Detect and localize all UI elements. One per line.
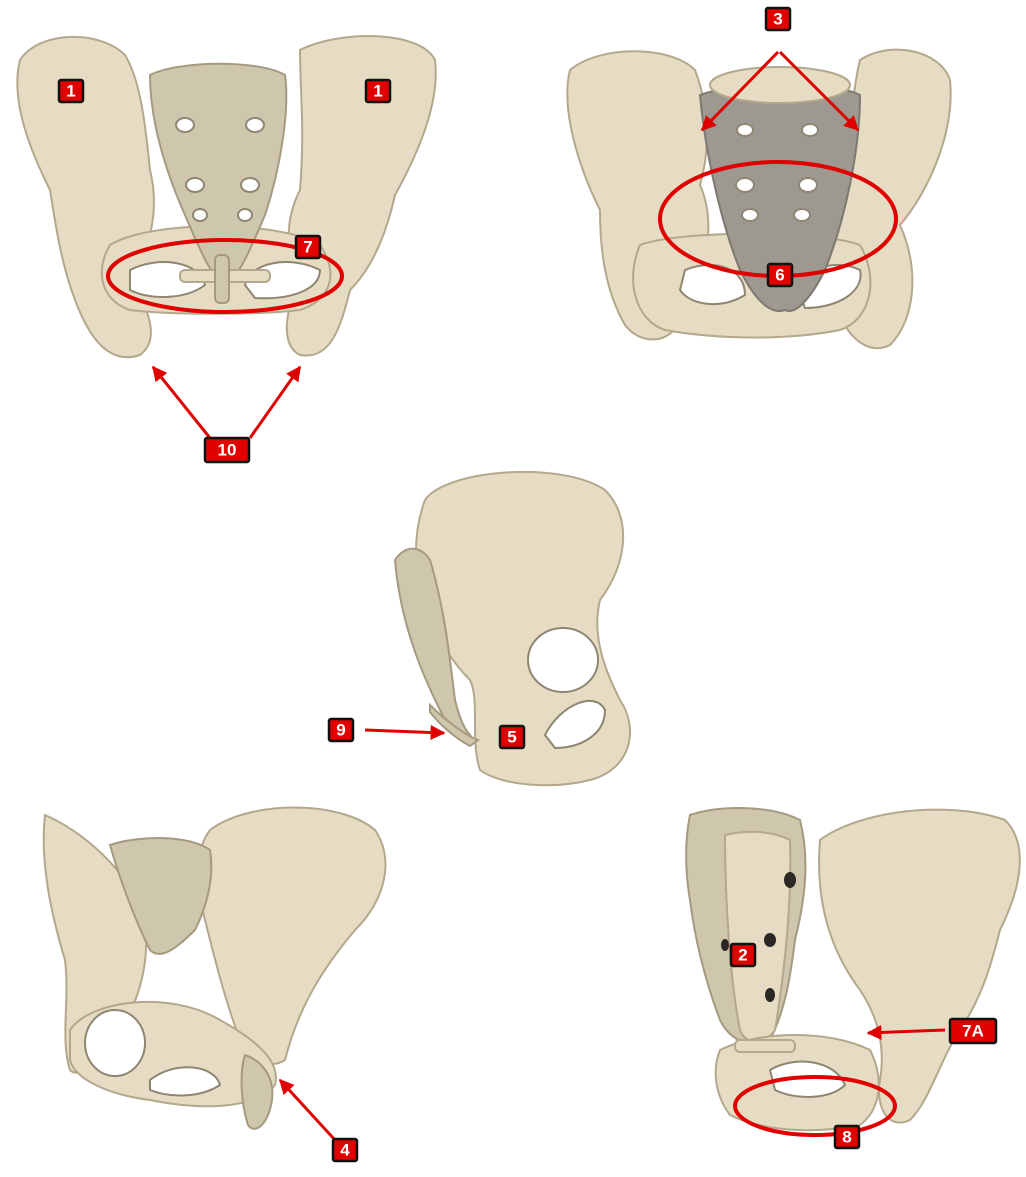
svg-text:3: 3 [773, 10, 782, 29]
label-8: 8 [835, 1126, 859, 1148]
label-2: 2 [731, 944, 755, 966]
arrow-10-right [250, 367, 300, 438]
svg-text:5: 5 [507, 728, 516, 747]
svg-text:10: 10 [218, 441, 237, 460]
label-5: 5 [500, 726, 524, 748]
svg-text:9: 9 [336, 721, 345, 740]
arrow-4 [280, 1080, 335, 1140]
svg-text:7A: 7A [962, 1022, 984, 1041]
svg-text:4: 4 [340, 1141, 350, 1160]
label-1-right: 1 [366, 80, 390, 102]
svg-text:1: 1 [66, 82, 75, 101]
svg-text:2: 2 [738, 946, 747, 965]
label-10: 10 [205, 438, 249, 462]
pelvis-posterior-view [567, 50, 950, 349]
label-3: 3 [766, 8, 790, 30]
svg-text:7: 7 [303, 238, 312, 257]
arrow-10-left [153, 367, 210, 438]
label-6: 6 [768, 264, 792, 286]
arrow-9 [365, 730, 444, 733]
svg-text:8: 8 [842, 1128, 851, 1147]
svg-text:6: 6 [775, 266, 784, 285]
label-7a: 7A [950, 1019, 996, 1043]
svg-text:1: 1 [373, 82, 382, 101]
label-1-left: 1 [59, 80, 83, 102]
label-7: 7 [296, 236, 320, 258]
label-9: 9 [329, 719, 353, 741]
pelvis-oblique-left-view [44, 808, 386, 1129]
label-4: 4 [333, 1139, 357, 1161]
